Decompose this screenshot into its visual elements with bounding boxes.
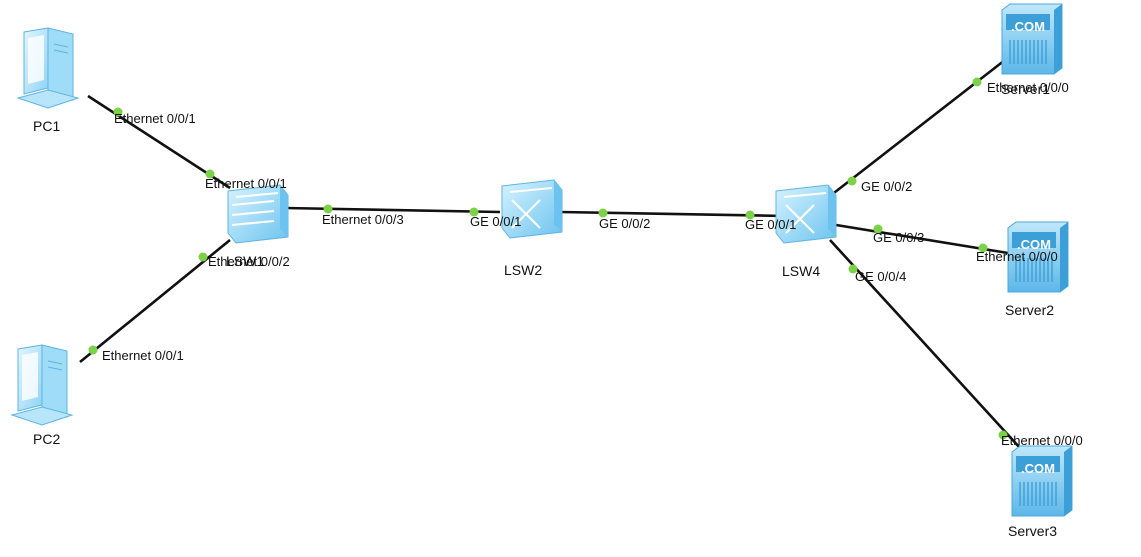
- device-server1[interactable]: .COM Server1: [1001, 3, 1063, 97]
- port-dots: [88, 77, 1008, 440]
- device-pc1[interactable]: PC1: [17, 27, 79, 134]
- router-arrows-icon: [511, 199, 541, 229]
- port-dot: [847, 176, 857, 186]
- router-arrows-icon: [785, 204, 815, 234]
- device-label: LSW2: [504, 262, 542, 278]
- device-lsw4[interactable]: LSW4: [775, 184, 837, 279]
- port-dot: [972, 77, 982, 87]
- link-lsw4-server2[interactable]: [829, 222, 1009, 255]
- port-dot: [848, 264, 858, 274]
- device-pc2[interactable]: PC2: [11, 344, 73, 447]
- port-label: Ethernet 0/0/3: [322, 212, 404, 227]
- server-badge: .COM: [1021, 461, 1055, 476]
- port-dot: [113, 107, 123, 117]
- port-label: GE 0/0/1: [470, 214, 521, 229]
- port-label: GE 0/0/2: [861, 179, 912, 194]
- port-label: Ethernet 0/0/1: [205, 176, 287, 191]
- switch-arrows-icon: [231, 200, 275, 226]
- port-dot: [198, 252, 208, 262]
- port-dot: [469, 207, 479, 217]
- port-dot: [873, 224, 883, 234]
- pc-icon: [17, 27, 79, 109]
- device-label: PC2: [33, 431, 60, 447]
- port-dot: [978, 243, 988, 253]
- port-label: Ethernet 0/0/0: [987, 80, 1069, 95]
- port-dot: [745, 210, 755, 220]
- pc-icon: [11, 344, 73, 426]
- device-server2[interactable]: .COM Server2: [1005, 221, 1069, 318]
- port-dot: [205, 169, 215, 179]
- port-label: Ethernet 0/0/1: [114, 111, 196, 126]
- device-lsw1[interactable]: LSW1: [226, 184, 289, 269]
- port-label: GE 0/0/2: [599, 216, 650, 231]
- port-label: Ethernet 0/0/2: [208, 254, 290, 269]
- port-label: Ethernet 0/0/1: [102, 348, 184, 363]
- device-label: Server2: [1005, 302, 1054, 318]
- link-lsw1-lsw2[interactable]: [284, 206, 501, 214]
- device-server3[interactable]: .COM Server3: [1008, 445, 1073, 539]
- port-label: GE 0/0/1: [745, 217, 796, 232]
- server-icon: [1001, 3, 1063, 75]
- device-label: LSW1: [226, 253, 264, 269]
- device-label: PC1: [33, 118, 60, 134]
- link-lsw4-server3[interactable]: [829, 239, 1021, 449]
- device-label: Server1: [1001, 81, 1050, 97]
- port-label: Ethernet 0/0/0: [1001, 433, 1083, 448]
- server-icon: [1011, 445, 1073, 517]
- device-label: Server3: [1008, 523, 1057, 539]
- device-lsw2[interactable]: LSW2: [501, 179, 563, 278]
- port-label: GE 0/0/3: [873, 230, 924, 245]
- port-dot: [598, 208, 608, 218]
- port-dot: [998, 430, 1008, 440]
- port-dot: [323, 204, 333, 214]
- links: [79, 58, 1021, 449]
- port-labels: Ethernet 0/0/1 Ethernet 0/0/1 Ethernet 0…: [102, 80, 1083, 448]
- server-badge: .COM: [1011, 19, 1045, 34]
- port-label: GE 0/0/4: [855, 269, 906, 284]
- server-badge: .COM: [1017, 237, 1051, 252]
- port-label: Ethernet 0/0/0: [976, 249, 1058, 264]
- port-dot: [88, 345, 98, 355]
- device-label: LSW4: [782, 263, 820, 279]
